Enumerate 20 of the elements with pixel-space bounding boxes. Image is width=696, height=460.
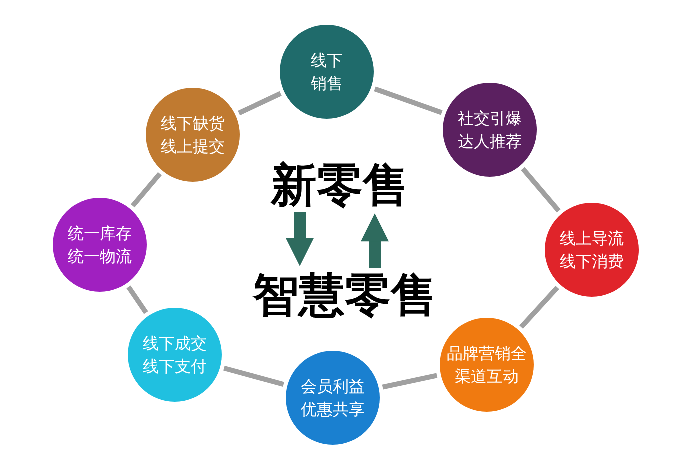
- heading-text: 智慧零售: [253, 272, 437, 318]
- connector-line: [374, 86, 443, 116]
- connector-line: [520, 286, 560, 330]
- connector-line: [224, 366, 284, 388]
- connector-line: [126, 286, 148, 314]
- connector-line: [521, 167, 561, 213]
- node-label: 线下销售: [311, 50, 343, 95]
- connector-line: [382, 373, 438, 390]
- connector-line: [238, 91, 282, 116]
- arrow: [286, 212, 314, 266]
- connector-line: [131, 172, 162, 208]
- heading-text: 新零售: [271, 162, 409, 208]
- node-label: 品牌营销全渠道互动: [447, 342, 527, 388]
- node-label: 统一库存统一物流: [68, 222, 132, 268]
- node-label: 线下缺货线上提交: [161, 112, 225, 158]
- node-label: 线上导流线下消费: [560, 228, 624, 273]
- node-label: 线下成交线下支付: [143, 332, 207, 378]
- node-label: 会员利益优惠共享: [301, 376, 365, 421]
- node-label: 社交引爆达人推荐: [458, 108, 522, 153]
- arrow: [361, 214, 389, 268]
